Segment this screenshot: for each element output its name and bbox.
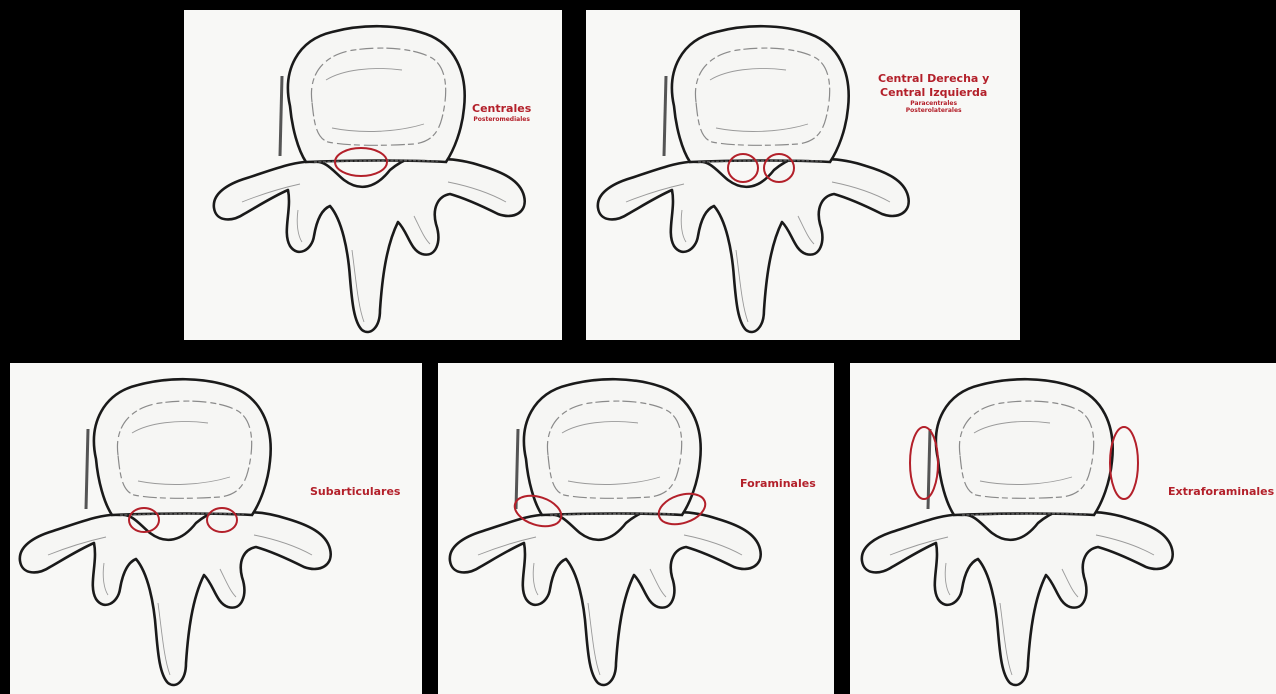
highlight-ring-right: [1110, 427, 1138, 499]
label-title-line2: Central Izquierda: [878, 86, 989, 100]
highlight-ring-left: [910, 427, 938, 499]
label-centrales: Centrales Posteromediales: [472, 102, 531, 123]
label-title: Central Derecha y: [878, 72, 989, 86]
label-subtitle-1: Paracentrales: [878, 100, 989, 108]
label-foraminales: Foraminales: [740, 477, 816, 491]
label-subtitle: Posteromediales: [472, 116, 531, 124]
label-subtitle-2: Posterolaterales: [878, 107, 989, 115]
label-title: Foraminales: [740, 477, 816, 491]
panel-extraforaminales: Extraforaminales: [850, 363, 1276, 694]
label-central-derecha-izquierda: Central Derecha y Central Izquierda Para…: [878, 72, 989, 115]
vertebra-diagram: [438, 363, 834, 694]
panel-subarticulares: Subarticulares: [10, 363, 422, 694]
vertebra-diagram: [850, 363, 1276, 694]
panel-centrales: Centrales Posteromediales: [184, 10, 562, 340]
panel-central-derecha-izquierda: Central Derecha y Central Izquierda Para…: [586, 10, 1020, 340]
label-title: Subarticulares: [310, 485, 400, 499]
vertebra-diagram: [10, 363, 422, 694]
label-extraforaminales: Extraforaminales: [1168, 485, 1274, 499]
label-title: Extraforaminales: [1168, 485, 1274, 499]
panel-foraminales: Foraminales: [438, 363, 834, 694]
vertebra-diagram: [586, 10, 1020, 340]
vertebra-diagram: [184, 10, 562, 340]
label-title: Centrales: [472, 102, 531, 116]
label-subarticulares: Subarticulares: [310, 485, 400, 499]
